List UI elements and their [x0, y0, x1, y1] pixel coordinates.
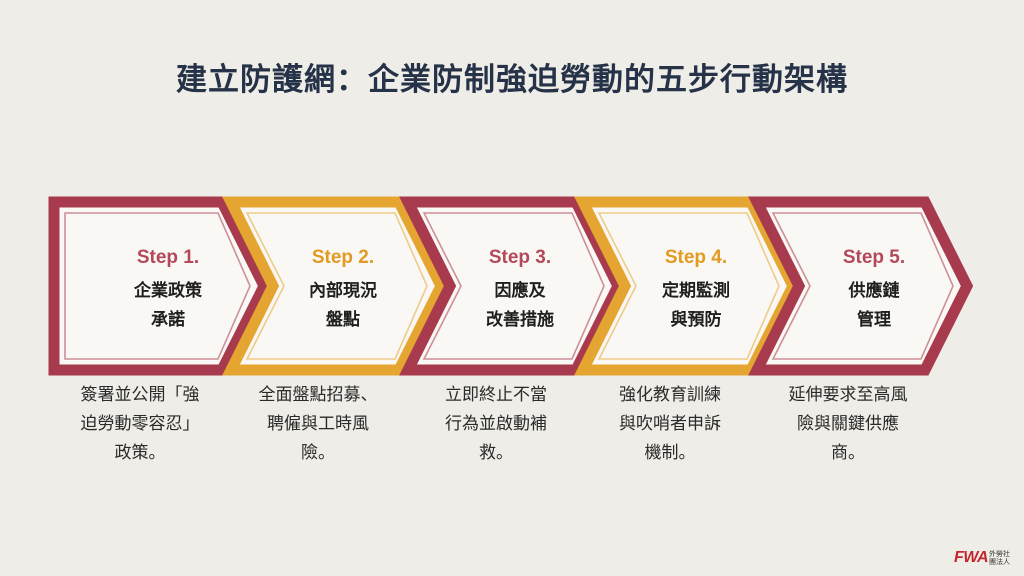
logo-subtitle: 外勞社 團法人 [989, 550, 1010, 566]
step-5-name-line1: 供應鏈 [848, 281, 900, 301]
chevron-inner-rule [422, 212, 605, 360]
chevron-inner-rule [597, 212, 780, 360]
step-5-desc-line3: 商。 [831, 443, 865, 463]
step-2-desc-line3: 險。 [301, 443, 335, 463]
step-3-name-line2: 改善措施 [486, 310, 554, 330]
step-5-chevron [748, 196, 974, 376]
step-5-label: Step 5. [842, 247, 906, 268]
chevron-outline [48, 196, 271, 376]
chevron-inner-rule [245, 212, 428, 360]
step-1-name-line1: 企業政策 [134, 281, 202, 301]
chevron-outline [748, 196, 974, 376]
step-2-name-line2: 盤點 [326, 310, 360, 330]
step-4-name-line2: 與預防 [670, 310, 722, 330]
step-3-chevron [399, 196, 625, 376]
page-title: 建立防護網：企業防制強迫勞動的五步行動架構 [176, 62, 848, 98]
step-1-label: Step 1. [136, 247, 200, 268]
step-2-chevron [222, 196, 448, 376]
step-1-name-line2: 承諾 [151, 310, 185, 330]
step-4-name-line1: 定期監測 [662, 281, 730, 301]
fwa-logo: FWA 外勞社 團法人 [954, 549, 1010, 567]
step-4-desc-line3: 機制。 [644, 443, 696, 463]
step-2-label: Step 2. [311, 247, 375, 268]
step-5-desc-line2: 險與關鍵供應 [797, 414, 899, 434]
step-5-desc-line1: 延伸要求至高風 [788, 385, 908, 405]
step-3-label: Step 3. [488, 247, 552, 268]
logo-sub-line1: 外勞社 [989, 550, 1010, 558]
step-2-name-line1: 內部現況 [309, 281, 377, 301]
step-4-label: Step 4. [664, 247, 728, 268]
step-4-desc-line1: 強化教育訓練 [619, 385, 721, 405]
step-5-name-line2: 管理 [857, 310, 891, 330]
logo-brand: FWA [953, 549, 989, 566]
step-1-desc-line1: 簽署並公開「強 [80, 385, 200, 405]
step-1-chevron [48, 196, 271, 376]
chevron-inner-rule [771, 212, 954, 360]
step-2-desc-line1: 全面盤點招募、 [258, 385, 378, 405]
step-3-desc-line2: 行為並啟動補 [445, 414, 547, 434]
step-2-desc-line2: 聘僱與工時風 [267, 414, 369, 434]
logo-sub-line2: 團法人 [989, 558, 1010, 566]
step-1-desc-line3: 政策。 [114, 443, 166, 463]
step-3-desc-line3: 救。 [479, 443, 513, 463]
chevron-inner-rule [64, 212, 251, 360]
step-3-desc-line1: 立即終止不當 [445, 385, 547, 405]
step-4-desc-line2: 與吹哨者申訴 [619, 414, 721, 434]
step-1-desc-line2: 迫勞動零容忍」 [80, 414, 200, 434]
chevron-outline [222, 196, 448, 376]
chevron-outline [399, 196, 625, 376]
step-3-name-line1: 因應及 [494, 281, 546, 301]
